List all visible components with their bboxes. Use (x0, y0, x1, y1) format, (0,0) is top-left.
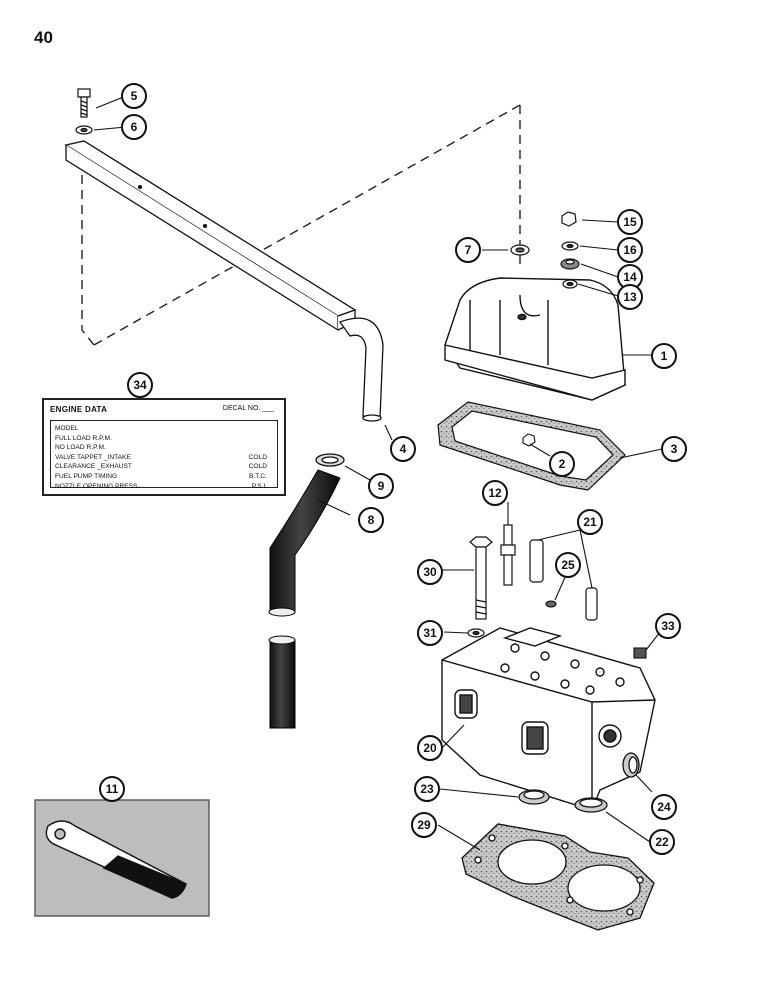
callout-34: 34 (127, 372, 153, 398)
breather-tube-4 (64, 140, 384, 422)
engine-data-decal-34: ENGINE DATA DECAL NO. ___ MODEL FULL LOAD… (42, 398, 286, 496)
nut-15 (561, 211, 577, 227)
decal-row-label: FUEL PUMP TIMING (55, 473, 118, 480)
decal-row: FULL LOAD R.P.M. (55, 435, 273, 443)
decal-row-label: VALVE TAPPET _INTAKE (55, 453, 131, 461)
callout-16: 16 (617, 237, 643, 263)
valve-cover-1 (444, 277, 626, 401)
decal-row-unit: COLD (248, 463, 267, 471)
page-number: 40 (34, 28, 53, 47)
callout-25: 25 (555, 552, 581, 578)
decal-row-unit: COLD (248, 453, 267, 461)
callout-8: 8 (358, 507, 384, 533)
callout-21: 21 (577, 509, 603, 535)
washer-31 (467, 628, 485, 638)
decal-row-label: FULL LOAD R.P.M. (55, 434, 112, 442)
plug-25 (545, 600, 557, 608)
decal-row-label: NOZZLE OPENING PRESS. (55, 482, 140, 490)
callout-30: 30 (417, 559, 443, 585)
seal-ring-24 (622, 752, 640, 778)
callout-24: 24 (651, 794, 677, 820)
decal-row-unit: P.S.I. (251, 482, 267, 490)
nut-2 (522, 433, 536, 447)
decal-row: FUEL PUMP TIMING B.T.C. (55, 473, 273, 481)
washer-13 (562, 279, 578, 289)
callout-5: 5 (121, 83, 147, 109)
callout-2: 2 (549, 451, 575, 477)
decal-row: NO LOAD R.P.M. (55, 444, 273, 452)
hose-8 (268, 469, 341, 729)
grommet-14 (560, 258, 580, 270)
washer-6 (75, 125, 93, 135)
decal-row: VALVE TAPPET _INTAKE COLD (55, 454, 273, 462)
cylinder-head-20 (441, 627, 656, 811)
decal-row-unit: B.T.C. (249, 473, 267, 480)
callout-20: 20 (417, 735, 443, 761)
washer-16 (561, 241, 579, 251)
callout-31: 31 (417, 620, 443, 646)
plug-33 (633, 647, 647, 659)
seal-washer-7 (510, 244, 530, 256)
cover-gasket-3 (437, 401, 626, 491)
decal-row-label: MODEL (55, 425, 79, 432)
callout-33: 33 (655, 613, 681, 639)
decal-row-label: NO LOAD R.P.M. (55, 444, 106, 452)
callout-4: 4 (390, 436, 416, 462)
dashed-guide-lines (81, 104, 521, 346)
seal-ring-22 (574, 797, 608, 813)
head-gasket-29 (461, 823, 655, 931)
callout-1: 1 (651, 343, 677, 369)
callout-7: 7 (455, 237, 481, 263)
callout-11: 11 (99, 776, 125, 802)
callout-13: 13 (617, 284, 643, 310)
decal-number: DECAL NO. ___ (222, 405, 274, 412)
callout-22: 22 (649, 829, 675, 855)
leader-lines (93, 95, 663, 851)
bolt-5 (77, 88, 91, 118)
callout-6: 6 (121, 114, 147, 140)
decal-title: ENGINE DATA (50, 405, 108, 414)
bolt-30 (469, 536, 493, 620)
callout-29: 29 (411, 812, 437, 838)
decal-row: NOZZLE OPENING PRESS. P.S.I. (55, 483, 273, 491)
decal-row: CLEARANCE _EXHAUST COLD (55, 463, 273, 471)
decal-row: MODEL (55, 425, 273, 433)
hose-clamp-9 (315, 453, 345, 467)
callout-12: 12 (482, 480, 508, 506)
decal-row-label: CLEARANCE _EXHAUST (55, 463, 132, 471)
tool-11 (34, 799, 210, 917)
callout-3: 3 (661, 436, 687, 462)
callout-23: 23 (414, 776, 440, 802)
seal-ring-23 (518, 789, 550, 805)
stud-12 (500, 524, 516, 586)
callout-15: 15 (617, 209, 643, 235)
callout-9: 9 (368, 473, 394, 499)
